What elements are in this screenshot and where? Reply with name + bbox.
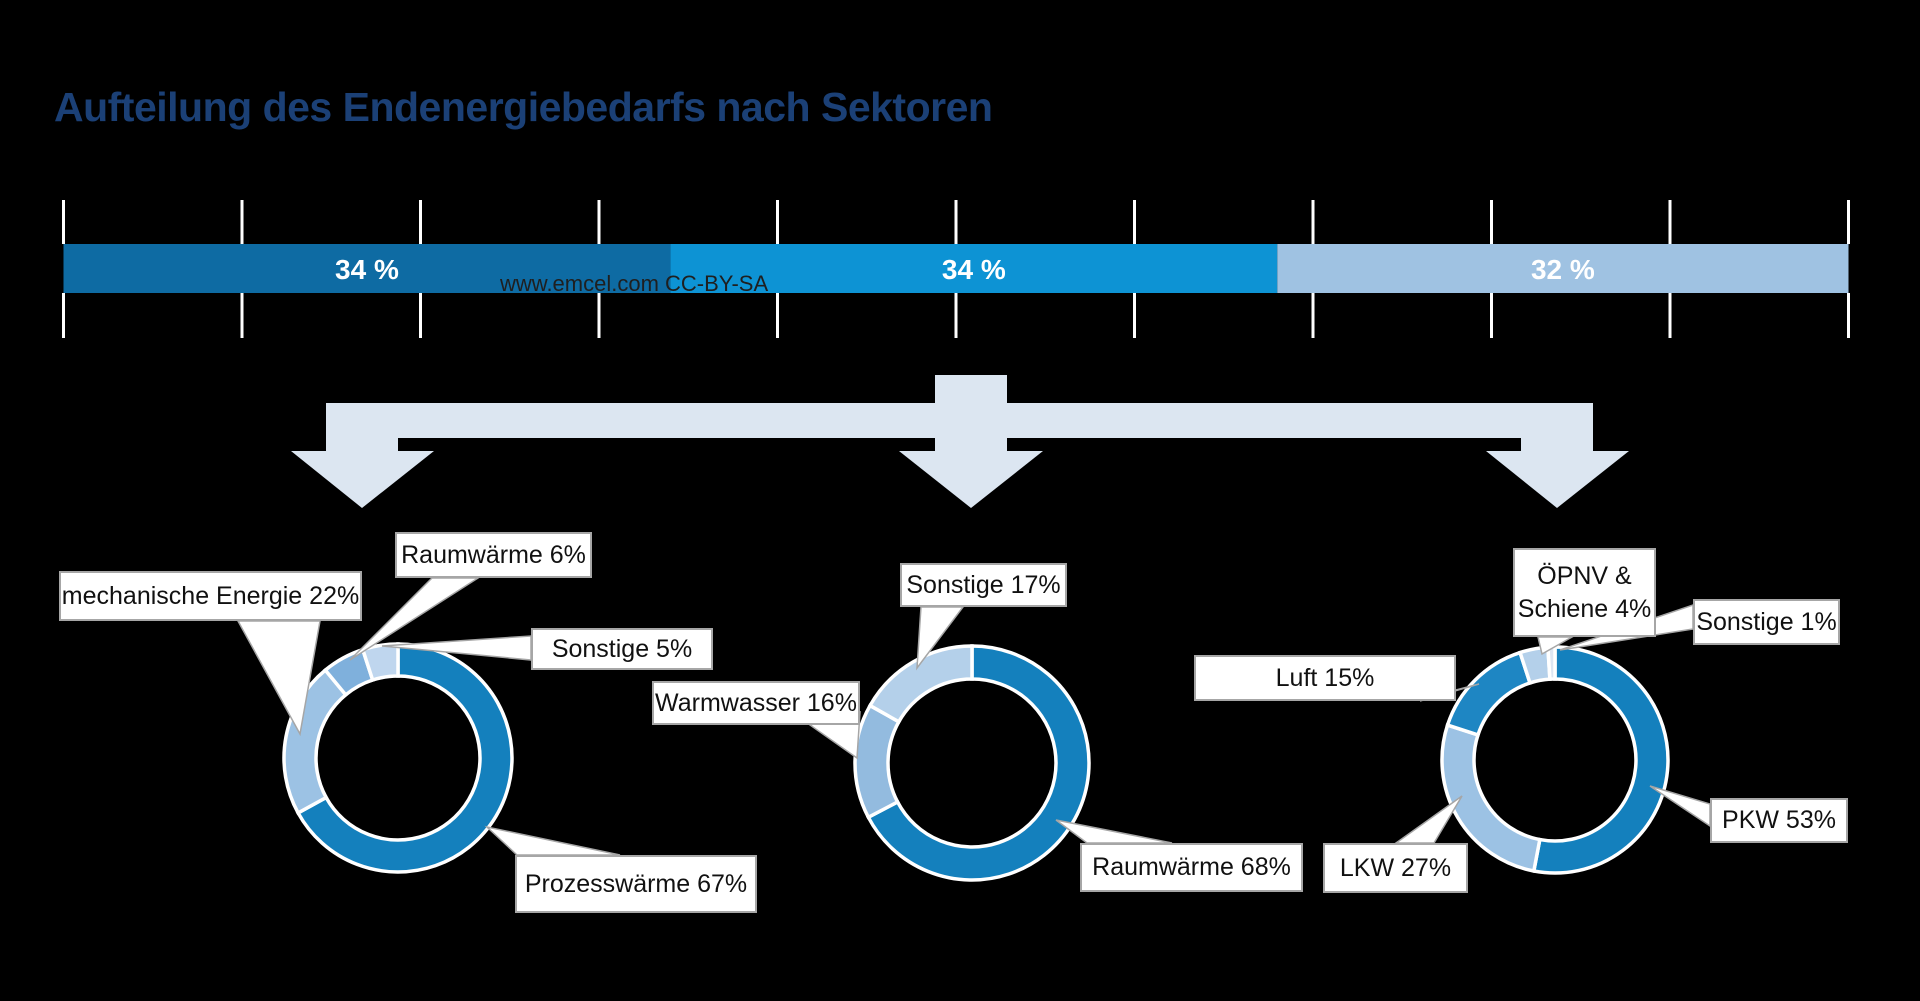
down-arrow-head: [291, 451, 434, 508]
donut-slice: [360, 642, 400, 683]
tick-mark-bottom: [240, 293, 244, 338]
callout-label: Raumwärme 6%: [395, 532, 592, 578]
stacked-bar: 34 % 34 % 32 %: [63, 244, 1849, 293]
tick-mark-bottom: [776, 293, 779, 338]
tick-mark-bottom: [1133, 293, 1136, 338]
callout-label: Prozesswärme 67%: [515, 855, 757, 913]
bar-segment: [670, 244, 1278, 293]
tick-mark-bottom: [597, 293, 601, 338]
tick-mark-bottom: [1311, 293, 1315, 338]
donut-slice: [853, 703, 902, 820]
donut-chart: [236, 577, 621, 874]
down-arrow-head: [1486, 451, 1629, 508]
donut-slice: [1445, 650, 1533, 738]
callout-label: Sonstige 1%: [1693, 599, 1840, 645]
donut-slice: [865, 644, 1091, 882]
tick-mark-bottom: [62, 293, 65, 338]
flow-arrows: [291, 375, 1629, 508]
bar-segment-label: 34 %: [335, 254, 399, 285]
donut-slice: [295, 642, 514, 874]
callout-leader: [484, 825, 621, 856]
callout-label: Sonstige 17%: [900, 563, 1067, 607]
arrow-stem: [326, 403, 398, 452]
callout-label: mechanische Energie 22%: [59, 571, 362, 621]
callout-label: ÖPNV & Schiene 4%: [1513, 548, 1656, 637]
callout-label: Sonstige 5%: [531, 628, 713, 670]
tick-mark-top: [1847, 200, 1850, 244]
donut-slice: [1531, 645, 1670, 875]
donut-chart: [1393, 603, 1711, 875]
donut-slice: [1546, 645, 1557, 682]
tick-mark-top: [1133, 200, 1136, 244]
arrow-stem: [935, 375, 1007, 452]
tick-mark-top: [62, 200, 65, 244]
arrow-stem: [1521, 403, 1593, 452]
callout-leader: [349, 577, 481, 661]
callout-label: LKW 27%: [1323, 843, 1468, 893]
tick-mark-bottom: [1490, 293, 1493, 338]
bar-segment: [1277, 244, 1849, 293]
tick-mark-top: [419, 200, 422, 244]
donut-chart: [808, 606, 1173, 882]
page-title: Aufteilung des Endenergiebedarfs nach Se…: [54, 84, 993, 130]
tick-mark-bottom: [954, 293, 958, 338]
callout-leader: [236, 620, 321, 737]
callout-leader: [1537, 636, 1575, 656]
tick-mark-bottom: [1668, 293, 1672, 338]
callout-label: Raumwärme 68%: [1080, 843, 1303, 892]
tick-mark-top: [1490, 200, 1493, 244]
callout-label: Warmwasser 16%: [652, 681, 860, 725]
tick-mark-bottom: [1847, 293, 1850, 338]
callout-leader: [1393, 795, 1463, 844]
callout-label: PKW 53%: [1710, 798, 1848, 843]
watermark-license-text: www.emcel.com CC-BY-SA: [500, 271, 769, 296]
callout-leader: [916, 606, 965, 671]
tick-mark-top: [240, 200, 244, 244]
tick-mark-top: [597, 200, 601, 244]
tick-mark-bottom: [419, 293, 422, 338]
donut-slice: [867, 644, 974, 725]
tick-mark-top: [776, 200, 779, 244]
callout-leader: [1055, 819, 1173, 844]
bar-segment: [63, 244, 671, 293]
down-arrow-head: [899, 451, 1043, 508]
axis-ticks: [62, 200, 1850, 338]
callout-label: Luft 15%: [1194, 655, 1456, 701]
tick-mark-top: [1668, 200, 1672, 244]
bar-segment-label: 32 %: [1531, 254, 1595, 285]
tick-mark-top: [954, 200, 958, 244]
bar-segment-label: 34 %: [942, 254, 1006, 285]
tick-mark-top: [1311, 200, 1315, 244]
